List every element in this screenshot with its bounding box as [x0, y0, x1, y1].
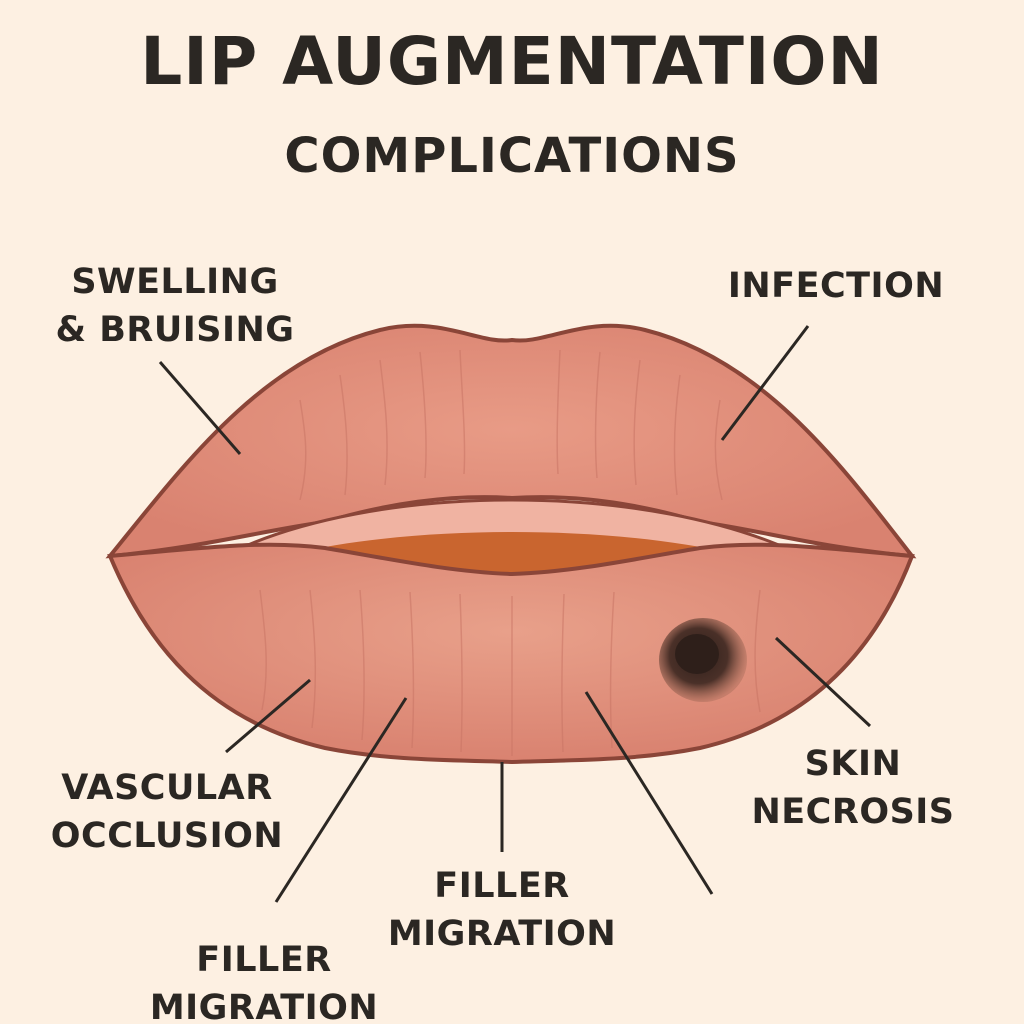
label-swelling-line1: SWELLING — [50, 258, 300, 306]
label-filler-migration-left: FILLER MIGRATION — [134, 936, 394, 1024]
label-swelling-line2: & BRUISING — [50, 306, 300, 354]
label-filler-migration-center: FILLER MIGRATION — [372, 862, 632, 958]
label-filler-left-line2: MIGRATION — [134, 984, 394, 1024]
label-swelling-bruising: SWELLING & BRUISING — [50, 258, 300, 354]
label-filler-center-line1: FILLER — [372, 862, 632, 910]
label-skin-necrosis: SKIN NECROSIS — [738, 740, 968, 836]
label-infection: INFECTION — [716, 262, 956, 310]
label-filler-left-line1: FILLER — [134, 936, 394, 984]
label-vascular-line1: VASCULAR — [36, 764, 298, 812]
label-necrosis-line2: NECROSIS — [738, 788, 968, 836]
label-infection-line1: INFECTION — [716, 262, 956, 310]
label-vascular-occlusion: VASCULAR OCCLUSION — [36, 764, 298, 860]
necrosis-spot-core — [675, 634, 719, 674]
leader-swelling — [160, 362, 240, 454]
label-necrosis-line1: SKIN — [738, 740, 968, 788]
label-vascular-line2: OCCLUSION — [36, 812, 298, 860]
label-filler-center-line2: MIGRATION — [372, 910, 632, 958]
